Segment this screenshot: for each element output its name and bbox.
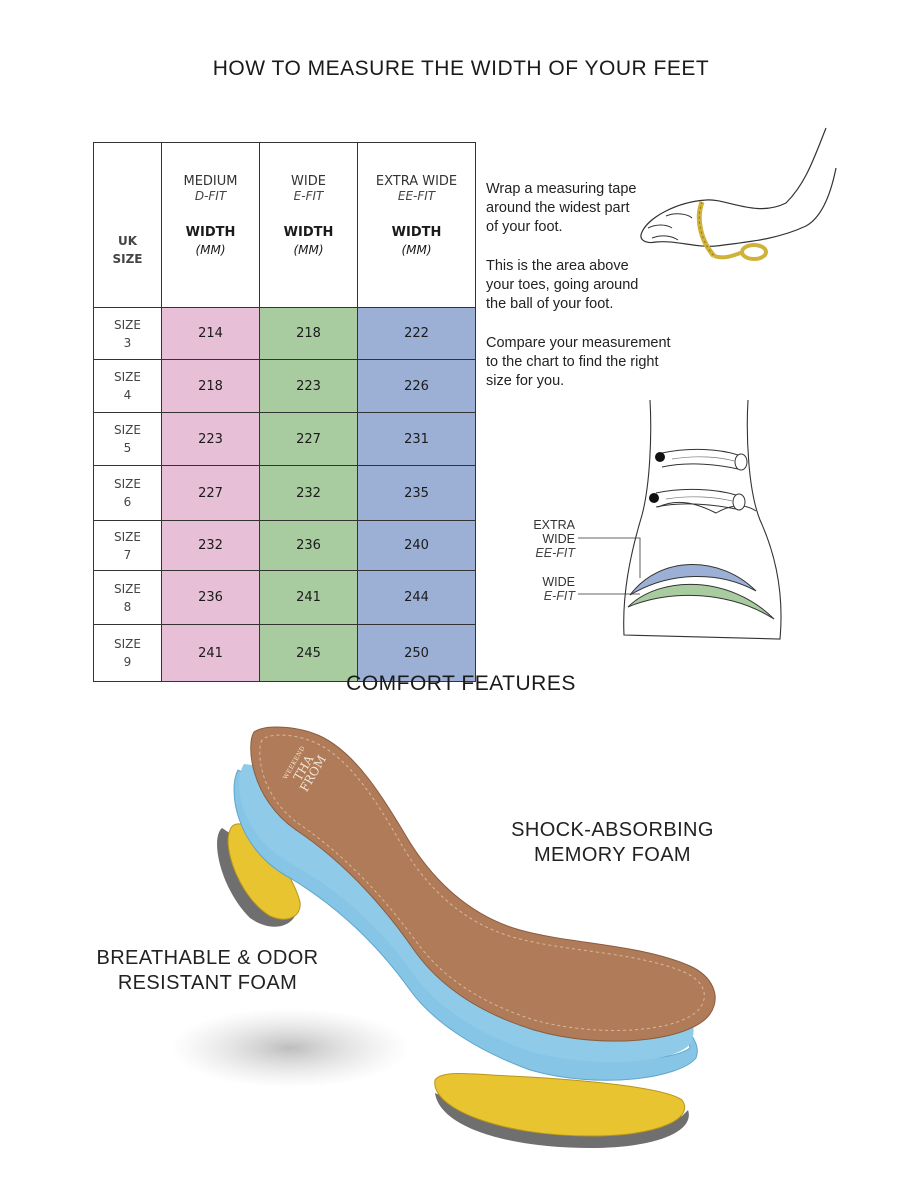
size-label: SIZE (114, 637, 141, 651)
extra-wide-width-cell: 235 (357, 465, 476, 521)
size-cell: SIZE 8 (93, 570, 162, 625)
instruction-line: your toes, going around (486, 277, 639, 293)
size-number: 4 (123, 388, 132, 402)
size-chart-table: UK SIZE MEDIUM D-FIT WIDTH (MM) WIDE E-F… (93, 142, 476, 682)
medium-width-cell: 227 (161, 465, 260, 521)
table-header-row: UK SIZE MEDIUM D-FIT WIDTH (MM) WIDE E-F… (93, 142, 476, 308)
medium-width-cell: 232 (161, 520, 260, 571)
size-cell: SIZE 9 (93, 624, 162, 682)
foot-tape-illustration (640, 127, 837, 261)
size-cell: SIZE 4 (93, 359, 162, 413)
instruction-line: to the chart to find the right (486, 354, 659, 370)
column-unit: (MM) (401, 242, 432, 257)
feature-line: RESISTANT FOAM (117, 972, 298, 994)
size-number: 5 (123, 441, 132, 455)
wide-width-cell: 245 (259, 624, 358, 682)
wide-fit-label: E-FIT (543, 589, 575, 603)
wide-width-cell: 218 (259, 307, 358, 360)
column-fit: E-FIT (293, 188, 324, 203)
column-width-label: WIDTH (283, 224, 334, 240)
wide-label: WIDE (542, 575, 575, 589)
column-name: MEDIUM (183, 173, 238, 189)
column-width-label: WIDTH (391, 224, 442, 240)
diagram-leader-lines (578, 537, 641, 595)
size-number: 8 (123, 599, 132, 614)
medium-width-cell: 241 (161, 624, 260, 682)
size-label: SIZE (114, 529, 141, 544)
extra-wide-diagram-label: EXTRA WIDE EE-FIT (505, 518, 575, 560)
instruction-line: size for you. (486, 373, 565, 389)
medium-width-cell: 236 (161, 570, 260, 625)
column-width-label: WIDTH (185, 224, 236, 240)
instruction-paragraph-3: Compare your measurement to the chart to… (486, 334, 671, 391)
instruction-line: of your foot. (486, 219, 563, 235)
column-name: WIDE (291, 173, 326, 189)
medium-column-header: MEDIUM D-FIT WIDTH (MM) (161, 142, 260, 308)
medium-width-cell: 218 (161, 359, 260, 413)
size-label: SIZE (112, 252, 143, 266)
instruction-paragraph-1: Wrap a measuring tape around the widest … (486, 180, 636, 237)
foot-width-diagram (623, 399, 782, 640)
medium-width-cell: 214 (161, 307, 260, 360)
size-number: 7 (123, 547, 132, 562)
instruction-line: Wrap a measuring tape (486, 181, 637, 197)
size-label: SIZE (114, 370, 141, 384)
instruction-line: the ball of your foot. (486, 296, 614, 312)
instruction-line: around the widest part (486, 200, 630, 216)
size-label: SIZE (114, 581, 141, 596)
table-row: SIZE 3 214 218 222 (93, 307, 476, 360)
size-label: SIZE (114, 423, 141, 437)
column-name: EXTRA WIDE (375, 173, 458, 189)
comfort-features-title: COMFORT FEATURES (346, 672, 576, 695)
size-cell: SIZE 3 (93, 307, 162, 360)
extra-wide-width-cell: 250 (357, 624, 476, 682)
size-label: SIZE (114, 477, 141, 491)
insole-illustration (170, 726, 716, 1148)
extra-wide-fit-label: EE-FIT (535, 546, 575, 560)
shock-absorbing-label: SHOCK-ABSORBING MEMORY FOAM (495, 818, 730, 868)
feature-line: BREATHABLE & ODOR (96, 947, 319, 969)
instruction-paragraph-2: This is the area above your toes, going … (486, 257, 638, 314)
instruction-line: Compare your measurement (486, 335, 671, 351)
extra-wide-column-header: EXTRA WIDE EE-FIT WIDTH (MM) (357, 142, 476, 308)
uk-label: UK (117, 234, 138, 248)
table-row: SIZE 7 232 236 240 (93, 520, 476, 571)
instruction-line: This is the area above (486, 258, 629, 274)
uk-size-header: UK SIZE (93, 142, 162, 308)
extra-wide-width-cell: 231 (357, 412, 476, 466)
size-number: 9 (123, 655, 132, 669)
table-row: SIZE 8 236 241 244 (93, 570, 476, 625)
column-fit: D-FIT (194, 188, 227, 203)
wide-column-header: WIDE E-FIT WIDTH (MM) (259, 142, 358, 308)
wide-width-cell: 227 (259, 412, 358, 466)
size-number: 3 (123, 335, 132, 350)
column-fit: EE-FIT (397, 188, 436, 203)
extra-wide-label: EXTRA WIDE (533, 518, 575, 546)
wide-width-cell: 241 (259, 570, 358, 625)
column-unit: (MM) (293, 242, 324, 257)
column-unit: (MM) (195, 242, 226, 257)
table-row: SIZE 9 241 245 250 (93, 624, 476, 682)
size-cell: SIZE 6 (93, 465, 162, 521)
feature-line: SHOCK-ABSORBING (511, 819, 714, 841)
wide-width-cell: 236 (259, 520, 358, 571)
size-number: 6 (123, 495, 132, 509)
page-title: HOW TO MEASURE THE WIDTH OF YOUR FEET (212, 57, 710, 80)
size-label: SIZE (114, 317, 141, 332)
size-cell: SIZE 7 (93, 520, 162, 571)
extra-wide-width-cell: 226 (357, 359, 476, 413)
wide-diagram-label: WIDE E-FIT (505, 575, 575, 603)
breathable-foam-label: BREATHABLE & ODOR RESISTANT FOAM (85, 946, 330, 996)
extra-wide-width-cell: 222 (357, 307, 476, 360)
feature-line: MEMORY FOAM (533, 844, 691, 866)
extra-wide-width-cell: 240 (357, 520, 476, 571)
extra-wide-width-cell: 244 (357, 570, 476, 625)
